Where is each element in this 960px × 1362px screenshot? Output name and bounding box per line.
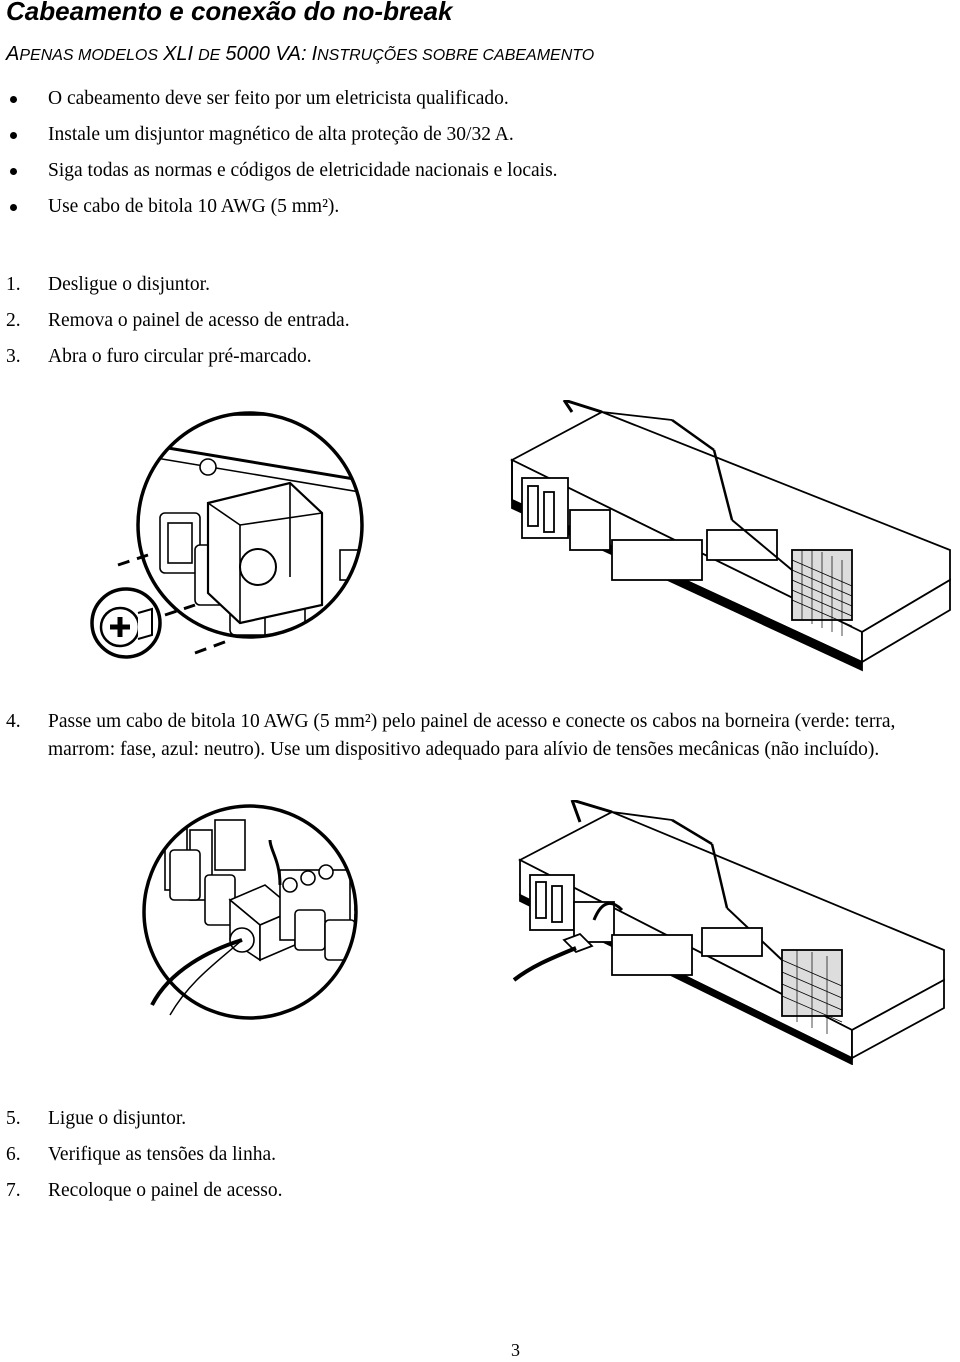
step-number: 2. bbox=[6, 310, 21, 331]
step-text: Ligue o disjuntor. bbox=[48, 1108, 187, 1129]
ups-rear-illustration-1 bbox=[510, 400, 951, 672]
subtitle-va: 5000 VA: bbox=[225, 43, 307, 65]
bullet-icon bbox=[10, 96, 17, 103]
subtitle-part: A bbox=[6, 43, 20, 65]
screw-icon bbox=[90, 587, 162, 659]
step-text: Abra o furo circular pré-marcado. bbox=[48, 346, 312, 367]
ups-rear-illustration-2 bbox=[512, 800, 945, 1065]
list-item: O cabeamento deve ser feito por um eletr… bbox=[0, 86, 558, 122]
step-item: 5. Ligue o disjuntor. bbox=[0, 1106, 282, 1142]
page-title: Cabeamento e conexão do no-break bbox=[6, 0, 453, 26]
step-number: 5. bbox=[6, 1108, 21, 1129]
step-text: Desligue o disjuntor. bbox=[48, 274, 210, 295]
requirements-list: O cabeamento deve ser feito por um eletr… bbox=[0, 86, 558, 230]
step-item: 1. Desligue o disjuntor. bbox=[0, 272, 350, 308]
step-item: 3. Abra o furo circular pré-marcado. bbox=[0, 344, 350, 380]
step-number: 1. bbox=[6, 274, 21, 295]
section-subtitle: APENAS MODELOS XLI DE 5000 VA: INSTRUÇÕE… bbox=[6, 43, 594, 66]
list-item: Instale um disjuntor magnético de alta p… bbox=[0, 122, 558, 158]
bullet-icon bbox=[10, 168, 17, 175]
step-item: 7. Recoloque o painel de acesso. bbox=[0, 1178, 282, 1214]
step-number: 4. bbox=[6, 711, 21, 732]
step-number: 7. bbox=[6, 1180, 21, 1201]
step-number: 3. bbox=[6, 346, 21, 367]
list-item: Siga todas as normas e códigos de eletri… bbox=[0, 158, 558, 194]
subtitle-part: DE bbox=[198, 47, 221, 64]
steps-list-2: 5. Ligue o disjuntor. 6. Verifique as tens… bbox=[0, 1106, 282, 1214]
step-number: 6. bbox=[6, 1144, 21, 1165]
subtitle-part: I bbox=[311, 43, 318, 65]
step-text: Remova o painel de acesso de entrada. bbox=[48, 310, 350, 331]
bullet-text: Instale um disjuntor magnético de alta p… bbox=[48, 124, 514, 145]
access-panel-zoom-illustration bbox=[90, 411, 364, 659]
bullet-text: O cabeamento deve ser feito por um eletr… bbox=[48, 88, 509, 109]
step-text: Recoloque o painel de acesso. bbox=[48, 1180, 283, 1201]
page-number: 3 bbox=[511, 1340, 520, 1360]
step-text: Verifique as tensões da linha. bbox=[48, 1144, 276, 1165]
bullet-icon bbox=[10, 132, 17, 139]
step-item: 6. Verifique as tensões da linha. bbox=[0, 1142, 282, 1178]
subtitle-model: XLI bbox=[163, 43, 194, 65]
bullet-text: Use cabo de bitola 10 AWG (5 mm²). bbox=[48, 196, 340, 217]
bullet-icon bbox=[10, 204, 17, 211]
bullet-text: Siga todas as normas e códigos de eletri… bbox=[48, 160, 558, 181]
subtitle-part: PENAS MODELOS bbox=[19, 47, 159, 64]
step-item: 2. Remova o painel de acesso de entrada. bbox=[0, 308, 350, 344]
list-item: Use cabo de bitola 10 AWG (5 mm²). bbox=[0, 194, 558, 230]
subtitle-part: NSTRUÇÕES SOBRE CABEAMENTO bbox=[317, 47, 595, 64]
steps-list-1: 1. Desligue o disjuntor. 2. Remova o paine… bbox=[0, 272, 350, 380]
cable-connection-zoom-illustration bbox=[142, 804, 358, 1020]
step-item-4: 4. Passe um cabo de bitola 10 AWG (5 mm²… bbox=[0, 708, 960, 764]
step-text: Passe um cabo de bitola 10 AWG (5 mm²) p… bbox=[48, 711, 896, 760]
